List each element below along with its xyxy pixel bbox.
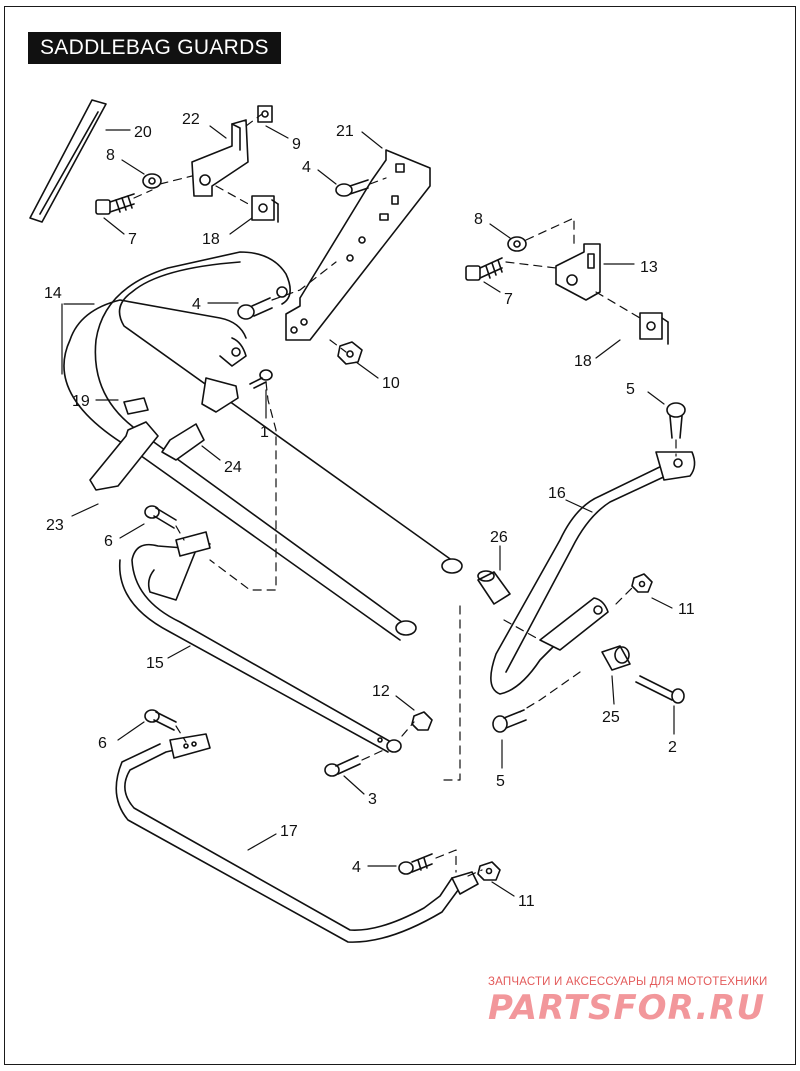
callout-13: 13	[640, 259, 658, 276]
part-18-clip-nut-left	[251, 195, 279, 223]
part-16-rear-guard	[490, 451, 696, 695]
watermark-logo: PARTSFOR.RU	[488, 988, 766, 1028]
callout-17: 17	[280, 823, 298, 840]
part-20-strip	[29, 99, 107, 223]
part-11-nut-lower	[477, 861, 501, 881]
assembly-dashed-lines	[133, 113, 677, 877]
part-23-strut	[89, 421, 159, 491]
callout-26: 26	[490, 529, 508, 546]
part-8-washer-right	[507, 236, 527, 252]
callout-11-upper: 11	[678, 601, 695, 618]
callout-10: 10	[382, 375, 400, 392]
callout-20: 20	[134, 124, 152, 141]
part-4-bolt-top	[335, 179, 369, 197]
part-2-bolt	[635, 675, 685, 704]
part-6-bolt-upper	[144, 505, 177, 529]
callout-3: 3	[368, 791, 377, 808]
page-title: SADDLEBAG GUARDS	[28, 32, 281, 64]
callout-18-right: 18	[574, 353, 592, 370]
part-25-sleeve	[601, 645, 631, 671]
callout-labels: 20 22 9 21 8 4 7 18 8 13 14 4 7 18 10 19…	[44, 111, 695, 910]
part-15-lower-guard	[118, 531, 402, 753]
callout-21: 21	[336, 123, 354, 140]
part-1-bolt	[249, 369, 273, 389]
callout-2: 2	[668, 739, 677, 756]
part-4-bolt-bottom	[398, 853, 433, 875]
callout-18-left: 18	[202, 231, 220, 248]
part-6-bolt-lower	[144, 709, 177, 731]
callout-14: 14	[44, 285, 62, 302]
callout-4-top: 4	[302, 159, 311, 176]
callout-16: 16	[548, 485, 566, 502]
part-18-clip-nut-right	[639, 312, 669, 345]
part-22-bracket	[191, 119, 249, 197]
part-12-nut	[411, 711, 433, 731]
part-24-clamp	[161, 377, 239, 461]
part-5-bolt-lower	[492, 709, 527, 733]
part-10-nut	[337, 341, 363, 365]
part-5-bolt-upper	[666, 402, 686, 439]
callout-5-upper: 5	[626, 381, 635, 398]
part-17-bottom-guard	[115, 733, 479, 943]
part-9-clip-nut	[257, 105, 273, 123]
part-8-washer-left	[142, 173, 162, 189]
callout-11-lower: 11	[518, 893, 535, 910]
part-19-pad	[123, 397, 149, 415]
part-21-mount-bracket	[285, 149, 431, 341]
callout-15: 15	[146, 655, 164, 672]
callout-7-right: 7	[504, 291, 513, 308]
callout-25: 25	[602, 709, 620, 726]
footer-faint-text	[330, 1040, 470, 1050]
callout-9: 9	[292, 136, 301, 153]
callout-leaders	[61, 125, 675, 897]
callout-1: 1	[260, 424, 269, 441]
callout-4-bottom: 4	[352, 859, 361, 876]
callout-24: 24	[224, 459, 242, 476]
callout-5-lower: 5	[496, 773, 505, 790]
callout-8-right: 8	[474, 211, 483, 228]
callout-12: 12	[372, 683, 390, 700]
part-14-upper-guard	[63, 251, 463, 641]
callout-8-left: 8	[106, 147, 115, 164]
callout-7-left: 7	[128, 231, 137, 248]
callout-6-upper: 6	[104, 533, 113, 550]
part-7-bolt-left	[95, 193, 135, 215]
part-26-spacer	[477, 570, 511, 605]
callout-6-lower: 6	[98, 735, 107, 752]
callout-19: 19	[72, 393, 90, 410]
part-3-bolt	[324, 755, 361, 777]
callout-23: 23	[46, 517, 64, 534]
part-4-bolt-middle	[237, 297, 273, 320]
part-11-nut-upper	[631, 573, 653, 593]
watermark-tagline: ЗАПЧАСТИ И АКСЕССУАРЫ ДЛЯ МОТОТЕХНИКИ	[488, 976, 768, 988]
part-7-bolt-right	[465, 257, 503, 281]
part-13-bracket	[555, 243, 601, 301]
callout-22: 22	[182, 111, 200, 128]
callout-4-middle: 4	[192, 296, 201, 313]
